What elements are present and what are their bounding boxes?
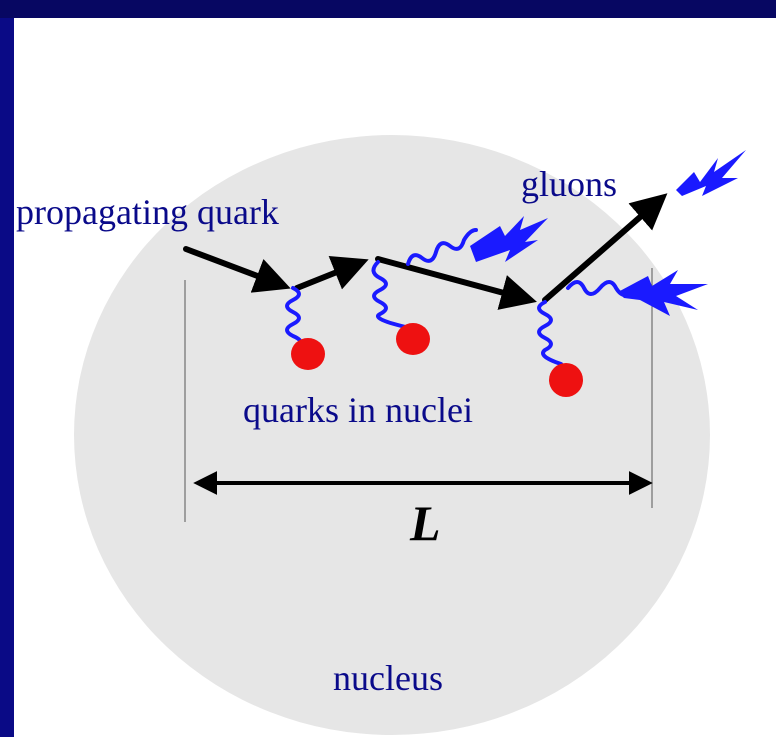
exchanged-gluons: [285, 260, 563, 366]
propagating-quark-label: propagating quark: [16, 192, 279, 232]
exchanged-gluon-2: [371, 260, 412, 330]
length-label: L: [409, 495, 441, 551]
nuclear-quark-2: [396, 323, 430, 355]
quark-path-segment-3: [375, 256, 537, 310]
gluon-jet-1: [470, 216, 548, 262]
quark-path: [183, 193, 668, 310]
nucleus-disc: [74, 135, 710, 735]
quark-path-segment-2: [294, 255, 369, 291]
nuclear-quark-3: [549, 363, 583, 397]
nucleus-label: nucleus: [333, 658, 443, 698]
exchanged-gluon-1: [285, 286, 303, 348]
gluon-jet-2: [618, 270, 708, 316]
quark-path-segment-1: [183, 246, 291, 293]
nuclear-quark-1: [291, 338, 325, 370]
quarks-in-nuclei-label: quarks in nuclei: [243, 390, 473, 430]
slide-top-bar: [0, 0, 776, 18]
gluon-jets: [470, 150, 746, 316]
gluon-jet-3: [676, 150, 746, 196]
exchanged-gluon-3: [537, 300, 563, 366]
gluons-label: gluons: [521, 164, 617, 204]
radiated-gluon-1: [406, 228, 478, 266]
quark-path-segment-4: [542, 193, 668, 303]
